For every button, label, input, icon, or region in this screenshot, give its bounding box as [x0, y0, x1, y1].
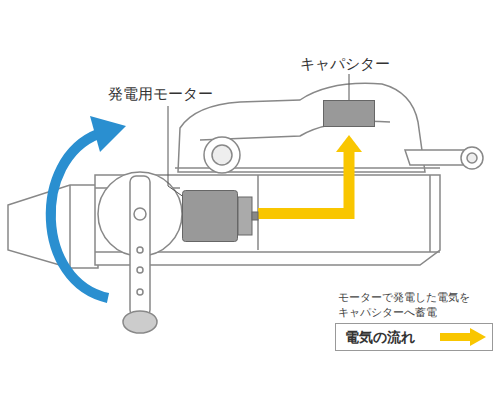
legend-text: 電気の流れ: [345, 328, 415, 346]
arrow-head: [336, 135, 362, 152]
crank-arm: [130, 176, 150, 316]
motor-shape: [182, 190, 258, 242]
crank-hole: [137, 267, 143, 273]
legend-arrow: [440, 328, 486, 346]
crank-knob: [123, 311, 157, 333]
car-body: [175, 83, 483, 173]
part-name: 発電用モーター: [108, 85, 213, 103]
crank-pivot: [134, 208, 146, 220]
grip-edge: [69, 185, 71, 268]
capacitor-box: キャパシター: [323, 100, 375, 127]
wheel-hub: [212, 145, 232, 165]
crank-hole: [137, 247, 143, 253]
wheel: [204, 137, 240, 173]
leader-line: [349, 74, 350, 100]
roller-hub: [467, 153, 477, 163]
rear-bumper: [405, 150, 470, 165]
crank-hole: [137, 289, 143, 295]
crank: [98, 172, 182, 333]
rotation-head: [90, 116, 126, 152]
capacitor-shape: [323, 100, 375, 127]
housing-line: [258, 175, 430, 252]
note-text: モーターで発電した電気を キャパシターへ蓄電: [338, 290, 478, 320]
car-shell: [178, 83, 425, 172]
crank-handle-unit: [8, 175, 440, 268]
leader-line: [168, 106, 188, 200]
legend-box: 電気の流れ: [335, 323, 493, 351]
generator-motor: 発電用モーター: [182, 190, 258, 242]
part-name: キャパシター: [300, 55, 390, 73]
power-flow-arrow: [258, 135, 362, 213]
flow-line: [258, 151, 349, 213]
roller: [461, 147, 483, 169]
rotation-arc: [51, 134, 108, 298]
rotation-arrow: [51, 116, 126, 298]
